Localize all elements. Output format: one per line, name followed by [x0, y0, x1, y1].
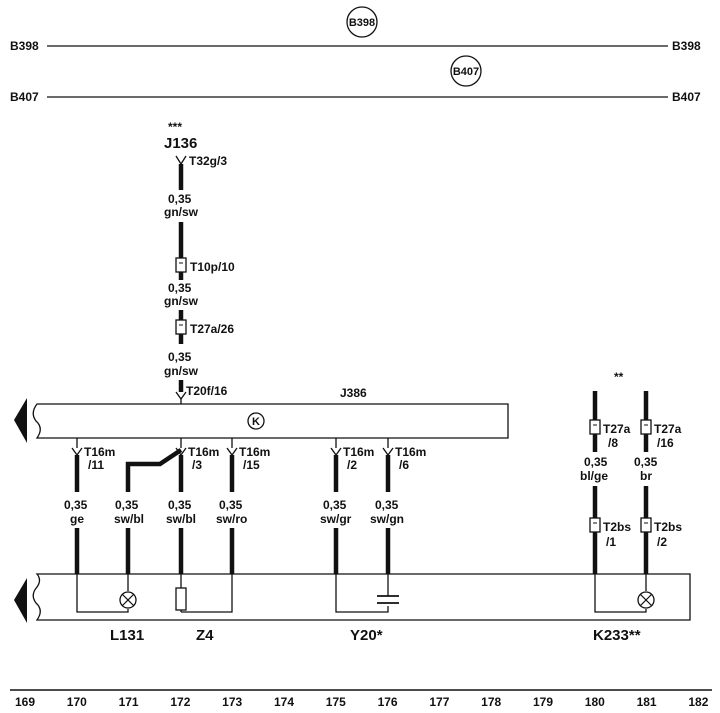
- j136-name: J136: [164, 135, 197, 152]
- output-t16m-11-pin: T16m: [84, 445, 115, 459]
- j136-wire2-color: gn/sw: [164, 294, 199, 308]
- j136-pin-label: T32g/3: [189, 154, 227, 168]
- k233-group-stars: **: [614, 370, 624, 384]
- connector-t27a-icon: [175, 319, 187, 335]
- j386-symbol-circle: [247, 412, 265, 430]
- k233-w1-sub2: /1: [606, 535, 616, 549]
- continuation-arrow-top-icon: [14, 398, 27, 443]
- output-t16m-11-size: 0,35: [64, 498, 88, 512]
- output-t16m-6-size: 0,35: [375, 498, 399, 512]
- j386-symbol: K: [252, 416, 260, 428]
- k233-w1-conn: T27a: [603, 422, 631, 436]
- output-t16m-3-pin: T16m: [188, 445, 219, 459]
- branch-l131-size: 0,35: [115, 498, 139, 512]
- connector-t27a-16-icon: [640, 419, 652, 435]
- k233-w2-color: br: [640, 469, 652, 483]
- k233-w2-sub2: /2: [657, 535, 667, 549]
- connector-t27a-8-icon: [589, 419, 601, 435]
- output-t16m-11-color: ge: [70, 512, 84, 526]
- scale-label: 182: [688, 695, 708, 709]
- bus-b407-marker-circle: [450, 55, 482, 87]
- connector-t2bs-2-icon: [640, 517, 652, 533]
- output-t16m-2-size: 0,35: [323, 498, 347, 512]
- scale-label: 178: [481, 695, 501, 709]
- bus-b407: B407 B407 B407: [10, 55, 701, 104]
- j136-wire: *** J136 T32g/3 0,35 gn/sw T10p/10 0,35 …: [164, 120, 235, 404]
- output-t16m-6: T16m /6 0,35 sw/gn: [370, 438, 426, 574]
- output-t16m-6-color: sw/gn: [370, 512, 404, 526]
- bus-b398: B398 B398 B398: [10, 6, 701, 53]
- scale-label: 169: [15, 695, 35, 709]
- k233-w1-size: 0,35: [584, 455, 608, 469]
- branch-l131: 0,35 sw/bl: [114, 448, 183, 574]
- scale-label: 179: [533, 695, 553, 709]
- scale-label: 172: [170, 695, 190, 709]
- output-t16m-3: T16m /3 0,35 sw/bl: [166, 438, 219, 574]
- scale-label: 175: [326, 695, 346, 709]
- j136-wire3-color: gn/sw: [164, 364, 199, 378]
- k233-w1-color: bl/ge: [580, 469, 608, 483]
- bus-b398-left-label: B398: [10, 39, 39, 53]
- output-t16m-2-color: sw/gr: [320, 512, 352, 526]
- output-t16m-11: T16m /11 0,35 ge: [64, 438, 115, 574]
- j136-stars: ***: [168, 120, 182, 134]
- j136-conn2-label: T27a/26: [190, 322, 234, 336]
- bus-b398-right-label: B398: [672, 39, 701, 53]
- scale-label: 171: [119, 695, 139, 709]
- output-t16m-15-size: 0,35: [219, 498, 243, 512]
- scale-label: 180: [585, 695, 605, 709]
- j136-conn1-label: T10p/10: [190, 260, 235, 274]
- scale-ticks: 169 170 171 172 173 174 175 176 177 178 179 180 181 1…: [15, 695, 709, 709]
- scale-label: 174: [274, 695, 294, 709]
- j386-name: J386: [340, 386, 367, 400]
- j136-wire1-size: 0,35: [168, 192, 192, 206]
- output-t16m-3-color: sw/bl: [166, 512, 196, 526]
- output-t16m-15-sub: /15: [243, 458, 260, 472]
- scale-label: 181: [637, 695, 657, 709]
- output-t16m-6-sub: /6: [399, 458, 409, 472]
- output-t16m-11-sub: /11: [88, 458, 104, 472]
- continuation-arrow-bottom-icon: [14, 578, 27, 623]
- output-t16m-2-sub: /2: [347, 458, 357, 472]
- output-t16m-2: T16m /2 0,35 sw/gr: [320, 438, 374, 574]
- output-t16m-15-pin: T16m: [239, 445, 270, 459]
- j386-unit: J386 K: [14, 386, 509, 443]
- scale-label: 176: [378, 695, 398, 709]
- output-t16m-3-size: 0,35: [168, 498, 192, 512]
- bus-b398-marker-circle: [346, 6, 378, 38]
- component-k233-label: K233**: [593, 627, 641, 644]
- scale-label: 173: [222, 695, 242, 709]
- j136-pin-in-label: T20f/16: [186, 384, 228, 398]
- k233-w1-sub: /8: [608, 436, 618, 450]
- k233-w2-conn2: T2bs: [654, 520, 682, 534]
- k233-w2-size: 0,35: [634, 455, 658, 469]
- j136-wire3-size: 0,35: [168, 350, 192, 364]
- bus-b407-marker: B407: [453, 66, 479, 78]
- k233-w2-sub: /16: [657, 436, 674, 450]
- scale-label: 170: [67, 695, 87, 709]
- component-l131-label: L131: [110, 627, 144, 644]
- bus-b398-marker: B398: [349, 17, 375, 29]
- j136-wire2-size: 0,35: [168, 281, 192, 295]
- heater-z4-icon: [175, 587, 187, 611]
- bus-b407-right-label: B407: [672, 90, 701, 104]
- ground-rail: [14, 573, 691, 623]
- k233-group: ** T27a /8 0,35 bl/ge T2bs /1 T27a /16 0…: [580, 370, 682, 574]
- output-t16m-6-pin: T16m: [395, 445, 426, 459]
- output-t16m-15: T16m /15 0,35 sw/ro: [216, 438, 270, 574]
- connector-t2bs-1-icon: [589, 517, 601, 533]
- output-t16m-3-sub: /3: [192, 458, 202, 472]
- branch-l131-color: sw/bl: [114, 512, 144, 526]
- k233-w2-conn: T27a: [654, 422, 682, 436]
- scale-label: 177: [429, 695, 449, 709]
- component-y20-label: Y20*: [350, 627, 383, 644]
- k233-w1-conn2: T2bs: [603, 520, 631, 534]
- output-t16m-2-pin: T16m: [343, 445, 374, 459]
- j136-wire1-color: gn/sw: [164, 205, 199, 219]
- output-t16m-15-color: sw/ro: [216, 512, 247, 526]
- connector-t10p-icon: [175, 257, 187, 273]
- component-z4-label: Z4: [196, 627, 214, 644]
- bus-b407-left-label: B407: [10, 90, 39, 104]
